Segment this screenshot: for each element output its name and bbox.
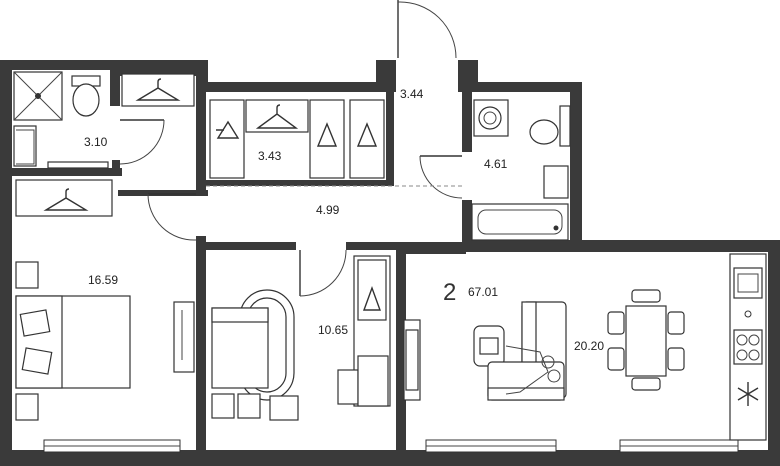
room-labels: 3.10 3.43 3.44 4.61 4.99 16.59 10.65 20.… (84, 87, 604, 353)
small-bathroom-fixtures (13, 71, 109, 169)
area-wardrobe: 3.43 (258, 149, 282, 163)
doors (119, 0, 463, 297)
interior-walls (12, 70, 472, 450)
bedroom-furniture (15, 261, 195, 421)
area-bedroom: 16.59 (88, 273, 118, 287)
exterior-walls (0, 60, 780, 466)
rooms-count: 2 (443, 279, 456, 306)
area-hall-closet: 3.44 (400, 87, 424, 101)
area-living-kitchen: 20.20 (574, 339, 604, 353)
living-furniture (403, 253, 767, 441)
total-area: 67.01 (468, 285, 498, 299)
study-furniture (211, 289, 389, 421)
area-corridor: 4.99 (316, 203, 340, 217)
windows (43, 439, 739, 453)
area-bathroom-small: 3.10 (84, 135, 108, 149)
main-bathroom-fixtures (471, 99, 571, 241)
area-bathroom-main: 4.61 (484, 157, 508, 171)
area-study: 10.65 (318, 323, 348, 337)
